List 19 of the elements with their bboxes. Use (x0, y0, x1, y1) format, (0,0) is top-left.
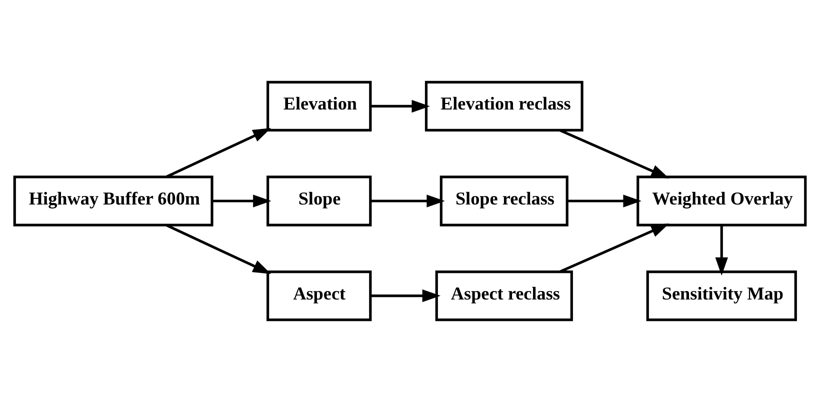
arrow (370, 194, 445, 208)
arrow (568, 194, 642, 208)
arrow (166, 128, 272, 178)
node-box: Highway Buffer 600m (13, 176, 214, 226)
node-box: Aspect reclass (435, 270, 573, 322)
arrow (560, 224, 670, 273)
node-box: Sensitivity Map (646, 270, 797, 322)
node-box: Elevation reclass (424, 80, 584, 132)
node-box: Slope (266, 176, 372, 226)
arrow (370, 100, 430, 113)
arrow (212, 194, 272, 208)
arrow (370, 289, 441, 302)
arrow (560, 129, 670, 178)
node-box: Slope reclass (440, 176, 568, 226)
arrow (166, 224, 272, 274)
node-box: Aspect (266, 270, 372, 322)
node-box: Weighted Overlay (636, 176, 807, 226)
node-box: Elevation (266, 80, 372, 132)
arrow (715, 225, 728, 276)
